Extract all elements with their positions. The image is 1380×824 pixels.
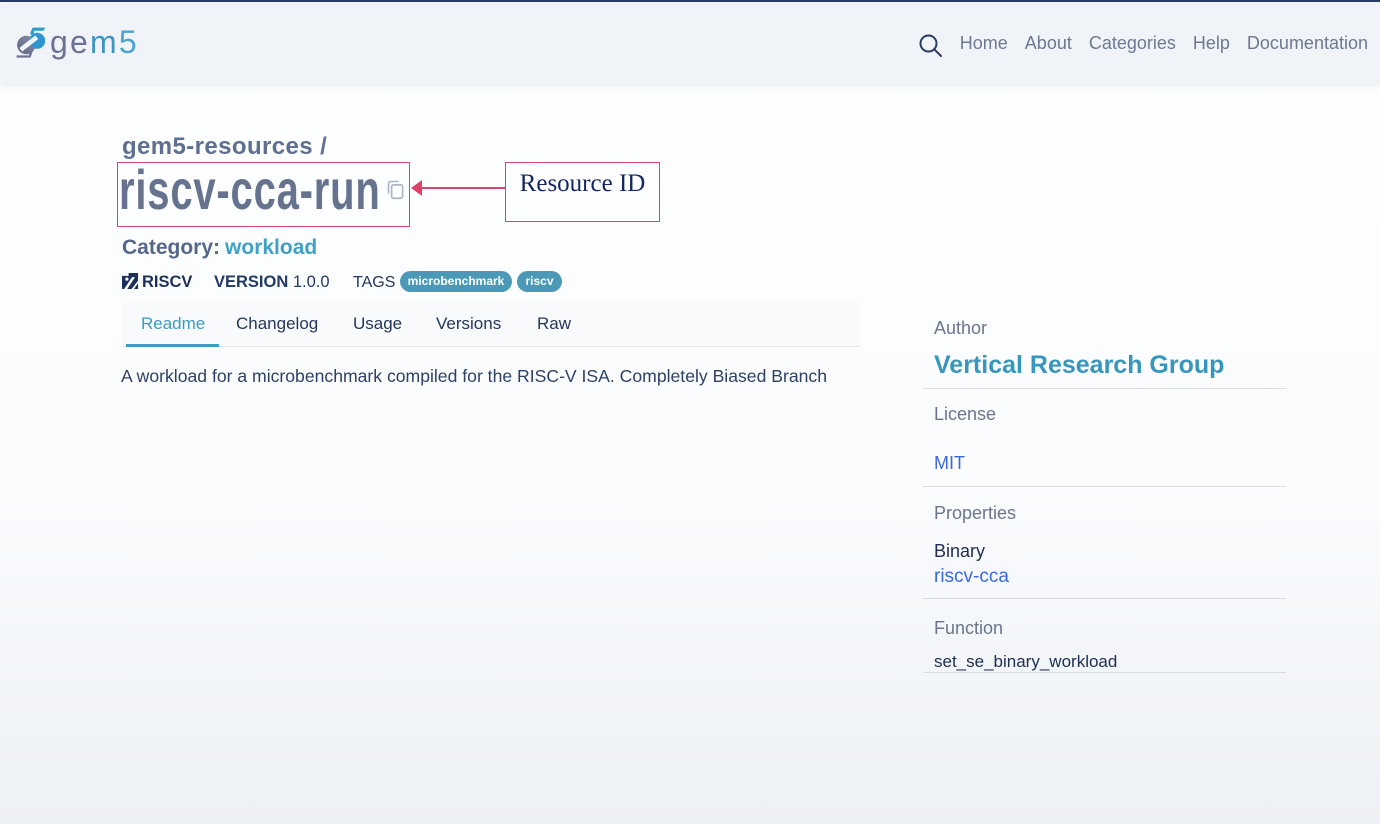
svg-text:gem5: gem5 xyxy=(50,24,139,60)
